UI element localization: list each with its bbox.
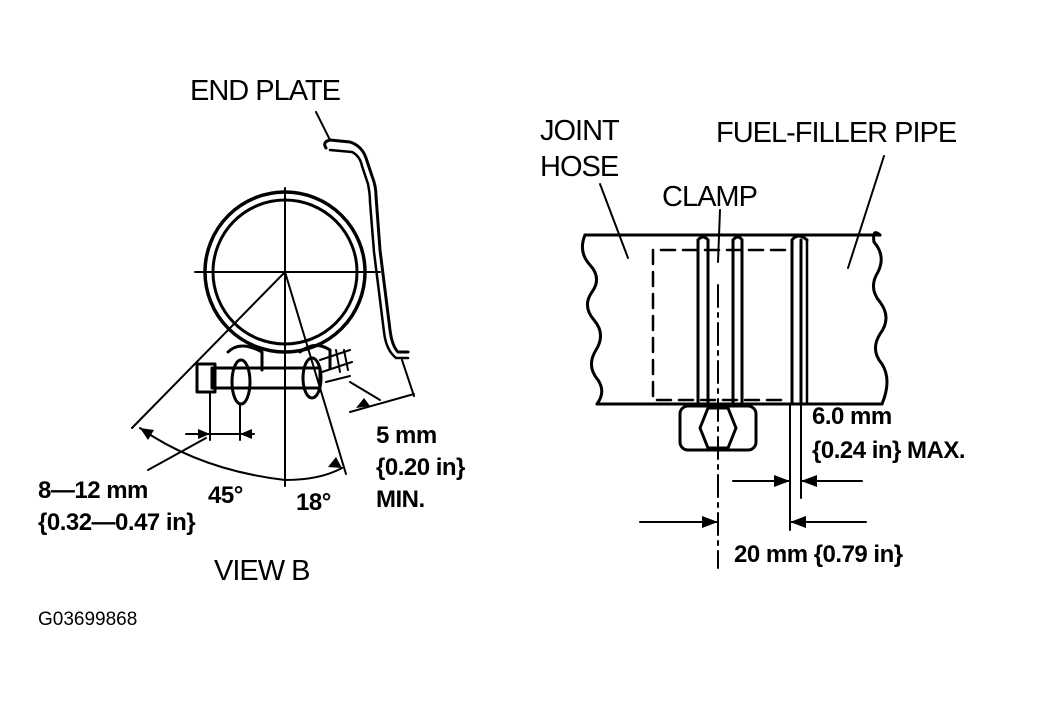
view-b-drawing: END PLATE 8—12 mm {0.32—0.47 in} 45° 18°… — [38, 75, 466, 587]
clearance-arrow — [356, 398, 370, 408]
overlap-dim-arrow-right — [240, 429, 252, 439]
pipe-break-right — [872, 231, 889, 406]
joint-hose-label-line1: JOINT — [540, 115, 620, 147]
view-b-label: VIEW B — [214, 555, 310, 587]
clearance-label-line2: {0.20 in} — [376, 454, 465, 481]
gap-arrow-left — [774, 475, 790, 487]
joint-hose-label-line2: HOSE — [540, 151, 619, 183]
clamp-threaded-end — [319, 349, 353, 383]
clamp-screw-hex — [698, 406, 738, 450]
position-arrow-right — [790, 516, 806, 528]
overlap-label-line1: 8—12 mm — [38, 477, 148, 504]
angle-18-label: 18° — [296, 489, 331, 516]
filler-pipe-leader — [847, 155, 885, 269]
angle-line-18 — [284, 271, 347, 475]
clamp-band-loop-right — [301, 356, 323, 400]
angle-45-label: 45° — [208, 482, 243, 509]
angle-line-45 — [131, 271, 286, 429]
clearance-extension-left — [349, 381, 381, 401]
angle-arc — [139, 427, 343, 481]
pipe-break-left — [580, 233, 604, 406]
clamp-screw-head — [195, 362, 217, 394]
end-plate-label: END PLATE — [190, 75, 341, 107]
position-label: 20 mm {0.79 in} — [734, 541, 903, 568]
joint-drawing: JOINT HOSE CLAMP FUEL-FILLER PIPE 6.0 mm… — [540, 115, 966, 569]
overlap-leader — [147, 437, 207, 471]
clearance-dim-line — [349, 393, 415, 413]
gap-label-line2: {0.24 in} MAX. — [812, 437, 965, 464]
filler-pipe-label: FUEL-FILLER PIPE — [716, 117, 957, 149]
clamp-tab-left — [226, 344, 264, 372]
joint-hose-leader — [599, 183, 629, 259]
clearance-extension-right — [401, 359, 415, 397]
overlap-label-line2: {0.32—0.47 in} — [38, 509, 195, 536]
clamp-leader — [717, 209, 721, 263]
pipe-bead-top — [790, 234, 809, 242]
angle-arc-arrow-right — [328, 457, 342, 468]
position-arrow-left — [702, 516, 718, 528]
gap-label-line1: 6.0 mm — [812, 403, 892, 430]
gap-arrow-right — [801, 475, 817, 487]
clamp-label: CLAMP — [662, 181, 757, 213]
angle-arc-arrow-left — [140, 428, 154, 440]
clamp-band-top-1 — [696, 235, 744, 242]
overlap-dim-arrow-left — [198, 429, 210, 439]
end-plate-leader — [315, 111, 331, 141]
clearance-label-line1: 5 mm — [376, 422, 437, 449]
clamp-tab-right — [298, 344, 332, 370]
figure-code: G03699868 — [38, 609, 137, 630]
clearance-label-line3: MIN. — [376, 486, 425, 513]
end-plate-inner — [328, 148, 410, 360]
end-plate — [323, 138, 410, 354]
